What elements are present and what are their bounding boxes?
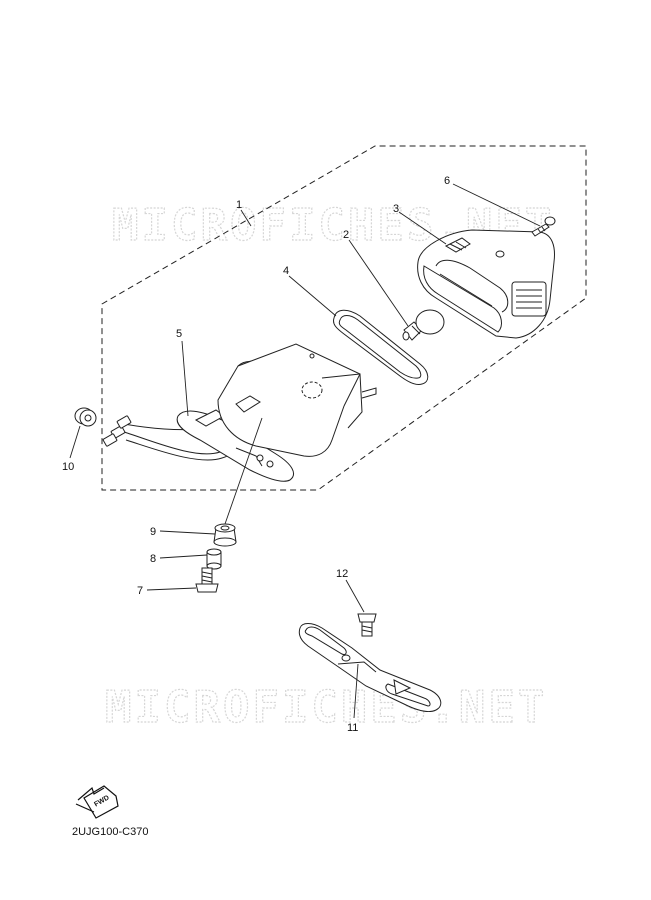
callout-8: 8 bbox=[150, 553, 156, 565]
screw-icon[interactable] bbox=[531, 216, 556, 237]
lens-icon[interactable] bbox=[417, 229, 555, 339]
callout-9: 9 bbox=[150, 526, 156, 538]
watermark-bottom: MICROFICHES.NET bbox=[105, 682, 547, 733]
callout-11: 11 bbox=[347, 722, 358, 734]
callout-6: 6 bbox=[444, 175, 450, 187]
callout-2: 2 bbox=[343, 229, 349, 241]
callout-12: 12 bbox=[336, 568, 348, 580]
leader-lines bbox=[69, 183, 541, 719]
bulb-icon[interactable] bbox=[402, 309, 445, 341]
callout-5: 5 bbox=[176, 328, 182, 340]
callout-labels: 1 2 3 4 5 6 7 8 9 10 11 12 bbox=[62, 175, 450, 734]
gasket-icon[interactable] bbox=[333, 309, 429, 385]
bolt-7-icon[interactable] bbox=[195, 567, 219, 593]
callout-1: 1 bbox=[236, 199, 242, 211]
forward-arrow-icon: FWD bbox=[75, 785, 119, 819]
callout-4: 4 bbox=[283, 265, 289, 277]
collar-icon[interactable] bbox=[206, 548, 222, 570]
callout-7: 7 bbox=[137, 585, 143, 597]
callout-10: 10 bbox=[62, 461, 74, 473]
damper-icon[interactable] bbox=[213, 523, 237, 547]
diagram-code-label: 2UJG100-C370 bbox=[72, 826, 149, 838]
grommet-icon[interactable] bbox=[74, 407, 97, 427]
socket-cord-icon[interactable] bbox=[102, 409, 294, 482]
watermark-top: MICROFICHES.NET bbox=[112, 200, 554, 251]
assembly-boundary bbox=[101, 145, 587, 491]
tail-light-body-icon[interactable] bbox=[217, 343, 377, 457]
bolt-12-icon[interactable] bbox=[357, 613, 377, 637]
bracket-icon[interactable] bbox=[298, 623, 442, 713]
callout-3: 3 bbox=[393, 203, 399, 215]
